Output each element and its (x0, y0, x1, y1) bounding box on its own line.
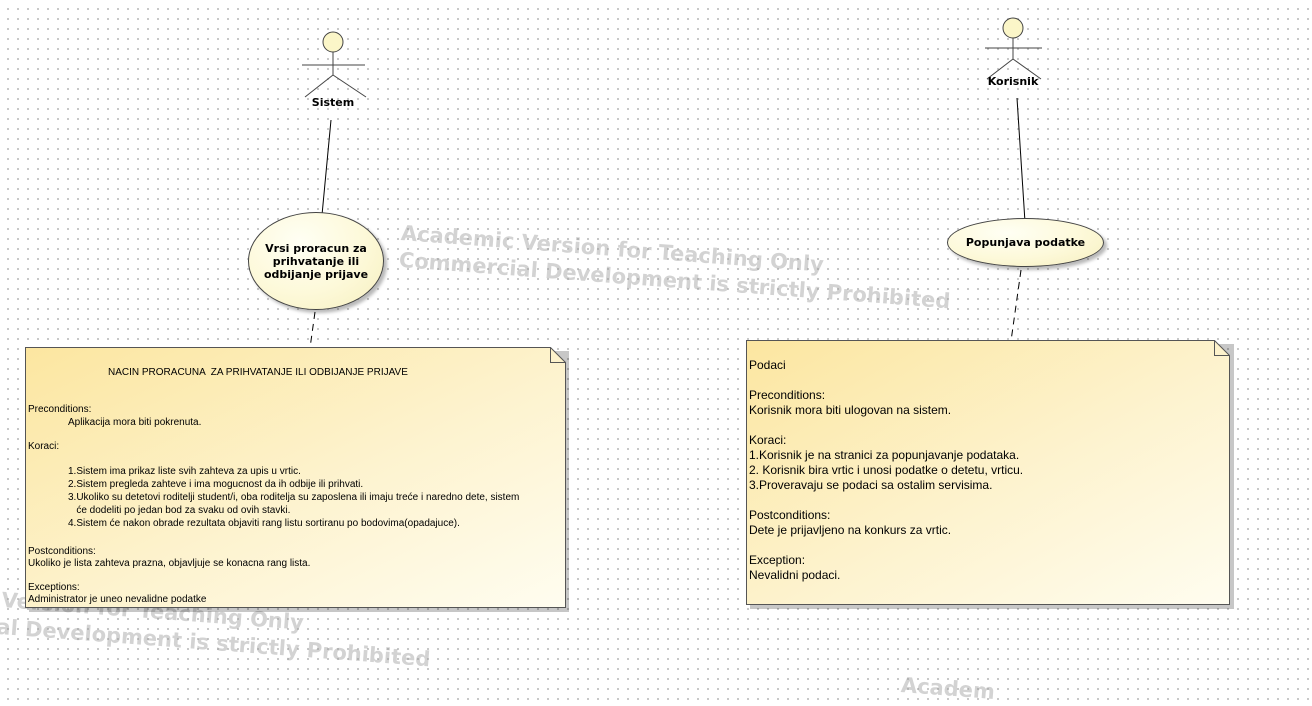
actor-sistem[interactable]: Sistem (298, 31, 368, 111)
actor-korisnik-label: Korisnik (987, 75, 1039, 88)
stick-figure-icon (985, 17, 1042, 80)
connector-lines (309, 97, 1026, 349)
association-korisnik-usecase (1016, 97, 1026, 223)
actor-sistem-label: Sistem (311, 96, 355, 109)
usecase-vrsi-proracun-label: Vrsi proracun za prihvatanje ili odbijan… (263, 241, 369, 281)
note-right-shape (746, 340, 1234, 609)
note-anchor-left (309, 311, 316, 349)
note-left-preconditions-text: Aplikacija mora biti pokrenuta. (68, 417, 202, 428)
note-left-koraci-label: Koraci: (28, 441, 60, 452)
usecase-vrsi-proracun[interactable]: Vrsi proracun za prihvatanje ili odbijan… (248, 212, 384, 310)
note-left-shape (25, 347, 569, 612)
usecase-popunjava-podatke-label: Popunjava podatke (965, 236, 1086, 249)
note-left-postconditions-text: Ukoliko je lista zahteva prazna, objavlj… (28, 558, 311, 569)
note-left-steps: 1.Sistem ima prikaz liste svih zahteva z… (68, 466, 520, 529)
note-left-title: NACIN PRORACUNA ZA PRIHVATANJE ILI ODBIJ… (108, 367, 408, 378)
note-anchor-right (1010, 269, 1022, 342)
usecase-popunjava-podatke[interactable]: Popunjava podatke (947, 218, 1104, 267)
stick-figure-icon (302, 31, 367, 98)
note-left-preconditions-label: Preconditions: (28, 404, 92, 415)
association-sistem-usecase (321, 119, 332, 216)
note-left-postconditions-label: Postconditions: (28, 546, 96, 557)
note-left-exceptions-label: Exceptions: (28, 582, 80, 593)
note-podaci[interactable]: Podaci Preconditions: Korisnik mora biti… (746, 340, 1235, 610)
actor-korisnik[interactable]: Korisnik (978, 17, 1048, 93)
note-left-exceptions-text: Administrator je uneo nevalidne podatke (28, 594, 207, 605)
note-right-content: Podaci Preconditions: Korisnik mora biti… (749, 358, 1024, 582)
note-nacin-proracuna[interactable]: NACIN PRORACUNA ZA PRIHVATANJE ILI ODBIJ… (25, 347, 571, 613)
